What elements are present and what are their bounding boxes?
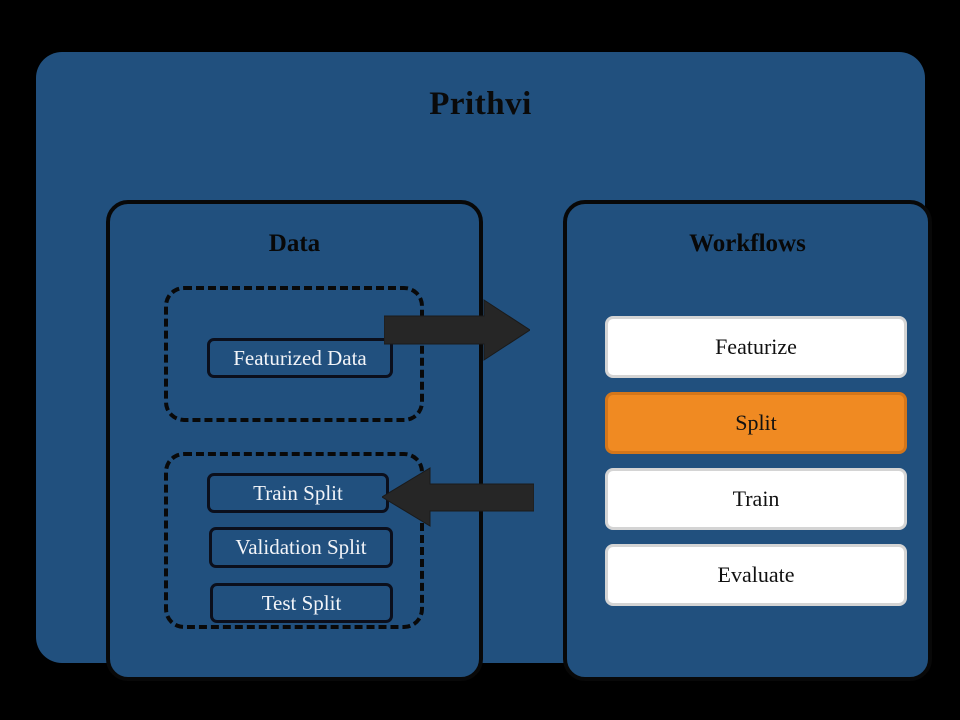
- workflow-step-featurize[interactable]: Featurize: [605, 316, 907, 378]
- page-title: Prithvi: [429, 86, 532, 122]
- workflows-panel: Workflows Featurize Split Train Evaluate: [563, 200, 932, 681]
- data-panel: Data Featurized Data Train Split Validat…: [106, 200, 483, 681]
- splits-group: Train Split Validation Split Test Split: [164, 452, 424, 629]
- workflow-step-evaluate[interactable]: Evaluate: [605, 544, 907, 606]
- workflows-panel-title: Workflows: [689, 230, 806, 257]
- data-item-validation-split[interactable]: Validation Split: [209, 527, 393, 568]
- data-panel-title: Data: [268, 230, 321, 257]
- featurized-data-to-workflows-arrow: [384, 299, 530, 361]
- data-item-test-split[interactable]: Test Split: [210, 583, 393, 623]
- data-item-featurized-data[interactable]: Featurized Data: [207, 338, 393, 378]
- featurized-data-group: Featurized Data: [164, 286, 424, 422]
- workflow-step-train[interactable]: Train: [605, 468, 907, 530]
- prithvi-container: Prithvi Data Featurized Data Train Split…: [36, 52, 932, 681]
- data-item-train-split[interactable]: Train Split: [207, 473, 389, 513]
- workflows-to-splits-arrow: [382, 467, 534, 527]
- workflow-step-split[interactable]: Split: [605, 392, 907, 454]
